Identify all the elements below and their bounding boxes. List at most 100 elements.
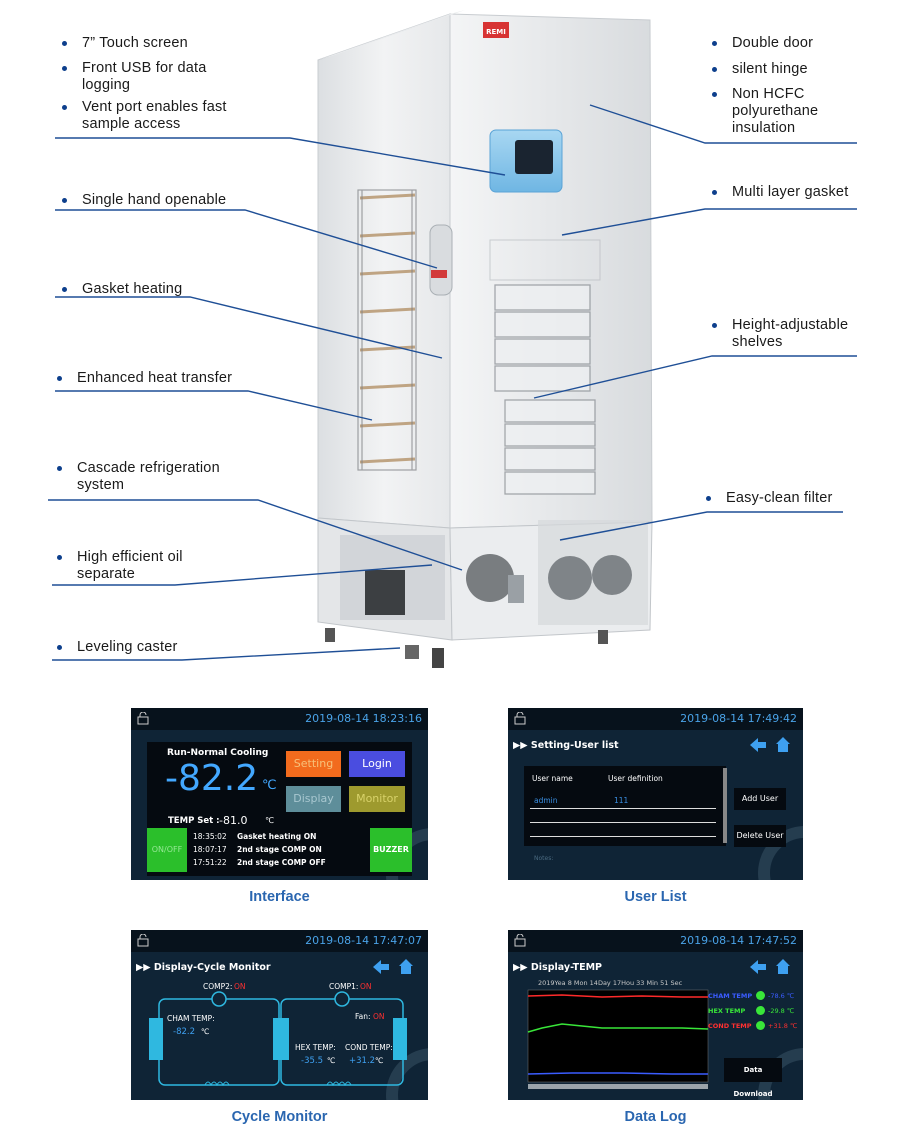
hex-temp-label: HEX TEMP: <box>295 1043 336 1052</box>
fan-label: Fan: <box>355 1012 371 1021</box>
temp-set-label: TEMP Set : <box>168 816 220 826</box>
caption-cycle-monitor: Cycle Monitor <box>231 1109 328 1125</box>
lock-icon[interactable] <box>514 934 526 947</box>
legend-cond-label: COND TEMP <box>708 1022 752 1030</box>
legend-cond-value: +31.8 ℃ <box>768 1022 798 1030</box>
data-download-button[interactable]: Data Download <box>724 1058 782 1098</box>
bullet-icon <box>712 67 717 72</box>
comp2-state: ON <box>234 982 246 991</box>
back-arrow-icon[interactable] <box>373 960 389 974</box>
callout-caster: Leveling caster <box>57 639 237 656</box>
bullet-icon <box>62 66 67 71</box>
delete-user-button[interactable]: Delete User <box>734 825 786 847</box>
caption-interface: Interface <box>249 889 310 905</box>
caption-user-list: User List <box>624 889 687 905</box>
bullet-icon <box>706 496 711 501</box>
lock-icon[interactable] <box>514 712 526 725</box>
cond-temp-unit: ℃ <box>375 1056 384 1065</box>
add-user-button[interactable]: Add User <box>734 788 786 810</box>
bullet-icon <box>712 41 717 46</box>
buzzer-button[interactable]: BUZZER <box>370 828 412 872</box>
log-time: 18:35:02 <box>193 832 227 841</box>
legend-cham-value: -78.6 ℃ <box>768 992 795 1000</box>
log-time: 17:51:22 <box>193 858 227 867</box>
callout-shelves: Height-adjustable shelves <box>712 317 872 351</box>
cham-temp-value: -82.2 <box>173 1027 195 1037</box>
back-arrow-icon[interactable] <box>750 738 766 752</box>
back-arrow-icon[interactable] <box>750 960 766 974</box>
bullet-icon <box>712 323 717 328</box>
callout-filter: Easy-clean filter <box>706 490 876 507</box>
status-bar: 2019-08-14 17:49:42 <box>508 708 803 730</box>
legend-hex-value: -29.8 ℃ <box>768 1007 795 1015</box>
display-button[interactable]: Display <box>286 786 341 812</box>
status-led-icon <box>756 1021 765 1030</box>
status-led-icon <box>756 991 765 1000</box>
home-icon[interactable] <box>776 737 790 752</box>
bullet-icon <box>57 466 62 471</box>
scrollbar[interactable] <box>723 768 727 843</box>
log-time: 18:07:17 <box>193 845 227 854</box>
date-selector[interactable]: 2019Yea 8 Mon 14Day 17Hou 33 Min 51 Sec <box>538 979 683 987</box>
home-icon[interactable] <box>776 959 790 974</box>
user-table: User name User definition admin 111 <box>524 766 726 846</box>
callout-insulation: Non HCFC polyurethane insulation <box>712 86 852 137</box>
hex-temp-value: -35.5 <box>301 1056 323 1066</box>
legend-hex-label: HEX TEMP <box>708 1007 746 1015</box>
row-divider <box>530 808 716 809</box>
freezer-illustration: REMI <box>317 10 653 668</box>
log-message: 2nd stage COMP OFF <box>237 858 326 867</box>
event-log: 18:35:02 Gasket heating ON 18:07:17 2nd … <box>191 830 366 872</box>
userlist-screen: 2019-08-14 17:49:42 ▶▶ Setting-User list… <box>508 708 803 880</box>
chamber-temperature: -82.2 <box>165 758 259 799</box>
callout-oil-separate: High efficient oil separate <box>57 549 227 583</box>
run-mode: Run-Normal Cooling <box>167 748 269 758</box>
row-divider <box>530 822 716 823</box>
refrigeration-circuit-diagram <box>149 991 407 1087</box>
cycle-monitor-screen: 2019-08-14 17:47:07 ▶▶ Display-Cycle Mon… <box>131 930 428 1100</box>
screen-title: ▶▶ Display-Cycle Monitor <box>136 962 271 973</box>
callout-text: Multi layer gasket <box>732 184 849 200</box>
legend: CHAM TEMP -78.6 ℃ HEX TEMP -29.8 ℃ COND … <box>708 988 800 1038</box>
callout-text: High efficient oil separate <box>77 549 183 582</box>
onoff-button[interactable]: ON/OFF <box>147 828 187 872</box>
clock: 2019-08-14 18:23:16 <box>305 712 422 725</box>
bullet-icon <box>57 645 62 650</box>
fan-state: ON <box>373 1012 385 1021</box>
bullet-icon <box>62 105 67 110</box>
screen-title: ▶▶ Display-TEMP <box>513 962 603 973</box>
notes-label: Notes: <box>534 855 554 862</box>
callout-gasket: Multi layer gasket <box>712 184 882 201</box>
callout-text: Cascade refrigeration system <box>77 460 220 493</box>
log-message: 2nd stage COMP ON <box>237 845 322 854</box>
user-name-cell[interactable]: admin <box>534 796 558 805</box>
clock: 2019-08-14 17:47:07 <box>305 934 422 947</box>
monitor-button[interactable]: Monitor <box>349 786 405 812</box>
temperature-trend-chart <box>527 989 709 1089</box>
callout-text: Leveling caster <box>77 639 178 655</box>
bullet-icon <box>712 92 717 97</box>
temp-set-value: -81.0 <box>219 814 248 827</box>
login-button[interactable]: Login <box>349 751 405 777</box>
setting-button[interactable]: Setting <box>286 751 341 777</box>
temp-set-unit: ℃ <box>265 816 274 825</box>
svg-text:REMI: REMI <box>486 28 506 36</box>
hex-temp-unit: ℃ <box>327 1056 336 1065</box>
callout-text: Single hand openable <box>82 192 227 208</box>
callout-gasket-heating: Gasket heating <box>62 281 282 298</box>
interface-screen: 2019-08-14 18:23:16 Run-Normal Cooling -… <box>131 708 428 880</box>
cond-temp-label: COND TEMP: <box>345 1043 393 1052</box>
callout-leader-lines <box>48 104 857 661</box>
data-log-screen: 2019-08-14 17:47:52 ▶▶ Display-TEMP 2019… <box>508 930 803 1100</box>
callout-text: Height-adjustable shelves <box>732 317 849 350</box>
callout-text: 7” Touch screen <box>82 35 188 51</box>
column-header-username: User name <box>532 774 573 783</box>
bullet-icon <box>62 198 67 203</box>
callout-text: Non HCFC polyurethane insulation <box>732 86 819 136</box>
home-icon[interactable] <box>399 959 413 974</box>
bullet-icon <box>57 555 62 560</box>
lock-icon[interactable] <box>137 712 149 725</box>
callout-double-door: Double door <box>712 35 872 52</box>
lock-icon[interactable] <box>137 934 149 947</box>
callout-silent-hinge: silent hinge <box>712 61 872 78</box>
